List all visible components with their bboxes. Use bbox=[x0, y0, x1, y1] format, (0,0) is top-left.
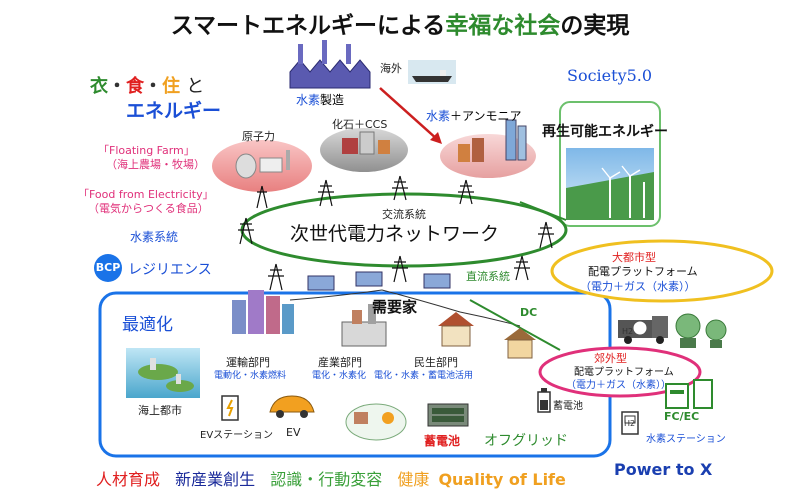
nuclear-label: 原子力 bbox=[242, 130, 275, 143]
tanker-ship-icon bbox=[408, 60, 456, 84]
h2-badge: H2 bbox=[622, 327, 634, 336]
dc-label: DC bbox=[520, 306, 538, 319]
network-label: 次世代電力ネットワーク bbox=[290, 223, 500, 245]
metro-type-label: 大都市型 bbox=[612, 251, 656, 264]
consumer-label: 需要家 bbox=[372, 298, 418, 316]
society-label: Society5.0 bbox=[567, 66, 653, 85]
hydrogen-station-label: 水素ステーション bbox=[646, 434, 726, 445]
footer-awareness: 認識・行動変容 bbox=[270, 470, 383, 489]
page-title: スマートエネルギーによる幸福な社会の実現 bbox=[170, 13, 630, 39]
overseas-label: 海外 bbox=[380, 62, 402, 75]
footer-health: 健康 bbox=[397, 470, 430, 489]
transmission-tower-icons bbox=[238, 175, 554, 291]
industry-sector-label: 産業部門 bbox=[318, 356, 362, 369]
floating-farm-title: 「Floating Farm」 bbox=[98, 144, 195, 157]
hydrogen-production-label: 水素製造 bbox=[296, 93, 345, 107]
bcp-badge: BCP bbox=[94, 254, 122, 282]
food-electricity-title: 「Food from Electricity」 bbox=[78, 188, 214, 201]
footer-new-industry: 新産業創生 bbox=[175, 470, 256, 489]
hydrogen-factory-icon bbox=[289, 40, 371, 89]
suburb-platform-ellipse bbox=[538, 346, 702, 398]
floating-farm-sub: （海上農場・牧場） bbox=[106, 158, 205, 171]
h2-station-badge: H2 bbox=[624, 419, 636, 428]
food-electricity-sub: （電気からつくる食品） bbox=[88, 202, 209, 215]
optimize-label: 最適化 bbox=[122, 315, 173, 335]
offshore-city-icon bbox=[126, 348, 200, 398]
residential-sector-sub: 電化・水素・蓄電池活用 bbox=[374, 371, 474, 381]
transport-sector-label: 運輸部門 bbox=[226, 356, 270, 369]
life-heading: 衣・食・住 と bbox=[90, 76, 205, 97]
fossil-ccs-label: 化石＋CCS bbox=[332, 118, 388, 131]
renewable-label: 再生可能エネルギー bbox=[542, 124, 668, 140]
gas-tank-icons bbox=[675, 313, 727, 348]
substation-icons bbox=[307, 271, 451, 291]
fuel-cell-icon bbox=[665, 379, 713, 409]
footer-hr: 人材育成 bbox=[96, 470, 161, 489]
ammonia-plant-icon bbox=[440, 119, 536, 178]
dc-system-label: 直流系統 bbox=[466, 270, 510, 283]
industry-sector-sub: 電化・水素化 bbox=[312, 371, 367, 381]
renewable-panel bbox=[559, 101, 661, 227]
transport-sector-sub: 電動化・水素燃料 bbox=[214, 371, 287, 381]
fossil-plant-icon bbox=[320, 128, 408, 172]
import-arrow bbox=[379, 87, 442, 144]
ac-system-label: 交流系統 bbox=[382, 208, 426, 221]
ev-label: EV bbox=[286, 426, 301, 439]
ev-station-label: EVステーション bbox=[200, 430, 273, 441]
hydrogen-system-label: 水素系統 bbox=[130, 230, 179, 244]
nuclear-plant-icon bbox=[212, 140, 312, 192]
energy-heading: エネルギー bbox=[126, 100, 222, 122]
footer-qol: Quality of Life bbox=[438, 470, 566, 489]
hydrogen-truck-icon bbox=[618, 316, 668, 344]
resilience-label: レジリエンス bbox=[128, 262, 212, 278]
metro-platform-ellipse bbox=[550, 239, 774, 303]
offshore-city-label: 海上都市 bbox=[138, 404, 182, 417]
power-to-x-label: Power to X bbox=[614, 460, 713, 479]
suburb-platform-name: 配電プラットフォーム bbox=[574, 367, 674, 378]
suburb-type-label: 郊外型 bbox=[594, 352, 627, 365]
residential-sector-label: 民生部門 bbox=[414, 356, 458, 369]
fcec-label: FC/EC bbox=[664, 410, 700, 423]
offgrid-label: オフグリッド bbox=[484, 433, 568, 449]
dc-house-icon bbox=[504, 328, 536, 359]
footer: 人材育成 新産業創生 認識・行動変容 健康 Quality of Life bbox=[96, 466, 566, 490]
factory-icon bbox=[341, 304, 387, 347]
hydrogen-station-icon bbox=[621, 411, 639, 435]
suburb-platform-sub: （電力＋ガス（水素）） bbox=[566, 380, 671, 391]
battery-icon bbox=[537, 388, 551, 413]
battery-small-label: 蓄電池 bbox=[553, 401, 583, 412]
house-icon bbox=[438, 312, 474, 347]
city-buildings-icon bbox=[232, 290, 294, 334]
metro-platform-sub: （電力＋ガス（水素）） bbox=[580, 280, 696, 293]
metro-platform-name: 配電プラットフォーム bbox=[588, 265, 698, 278]
hydrogen-ammonia-label: 水素＋アンモニア bbox=[426, 109, 522, 123]
ev-station-icon bbox=[221, 395, 239, 421]
offgrid-icon bbox=[345, 403, 469, 441]
battery-red-label: 蓄電池 bbox=[424, 434, 461, 448]
ev-car-icon bbox=[269, 395, 315, 418]
